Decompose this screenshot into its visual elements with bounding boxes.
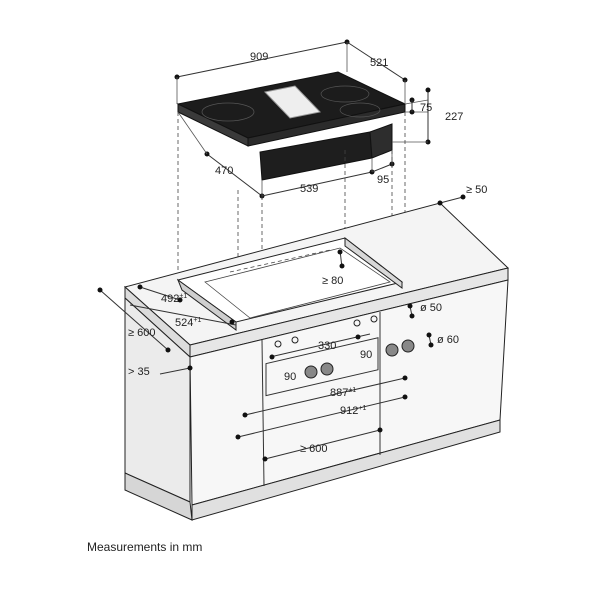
hob-unit bbox=[176, 71, 407, 181]
label-inner-width: 887±1 bbox=[330, 387, 356, 399]
label-cutout-depth: 492±1 bbox=[161, 293, 187, 305]
label-cutout-width-depth: 524+1 bbox=[175, 317, 201, 329]
label-hob-width: 909 bbox=[250, 51, 268, 63]
measurements-caption: Measurements in mm bbox=[87, 540, 203, 554]
label-knob-spacing: 330 bbox=[318, 340, 336, 352]
hob-underbody-side bbox=[369, 123, 393, 159]
control-knobs bbox=[274, 315, 415, 379]
label-box-width: 539 bbox=[300, 183, 318, 195]
label-total-height: 227 bbox=[445, 111, 463, 123]
plinth bbox=[191, 419, 501, 521]
label-knob-outer: ø 60 bbox=[437, 334, 459, 346]
worktop-cutout bbox=[176, 236, 404, 331]
dimension-labels: 909 521 75 227 470 539 95 ≥ 50 492±1 524… bbox=[128, 51, 487, 455]
label-cabinet-depth: ≥ 600 bbox=[128, 327, 155, 339]
label-hob-depth: 521 bbox=[370, 57, 388, 69]
knob-icon bbox=[320, 362, 334, 376]
label-side-clearance: > 35 bbox=[128, 366, 150, 378]
label-rear-clearance: ≥ 50 bbox=[466, 184, 487, 196]
label-outer-width: 912+1 bbox=[340, 405, 366, 417]
knob-icon bbox=[304, 365, 318, 379]
knob-icon bbox=[401, 339, 415, 353]
label-cabinet-width: ≥ 600 bbox=[300, 443, 327, 455]
label-box-offset: 95 bbox=[377, 174, 389, 186]
label-hob-thickness: 75 bbox=[420, 102, 432, 114]
cabinet-dimension-lines bbox=[97, 194, 466, 462]
label-knob-angle-left: 90 bbox=[284, 371, 296, 383]
label-box-depth: 470 bbox=[215, 165, 233, 177]
drawer-opening bbox=[265, 337, 379, 397]
label-knob-angle-right: 90 bbox=[360, 349, 372, 361]
label-side-gap: ≥ 80 bbox=[322, 275, 343, 287]
label-knob-hole: ø 50 bbox=[420, 302, 442, 314]
extractor-grille bbox=[264, 85, 321, 119]
knob-icon bbox=[385, 343, 399, 357]
